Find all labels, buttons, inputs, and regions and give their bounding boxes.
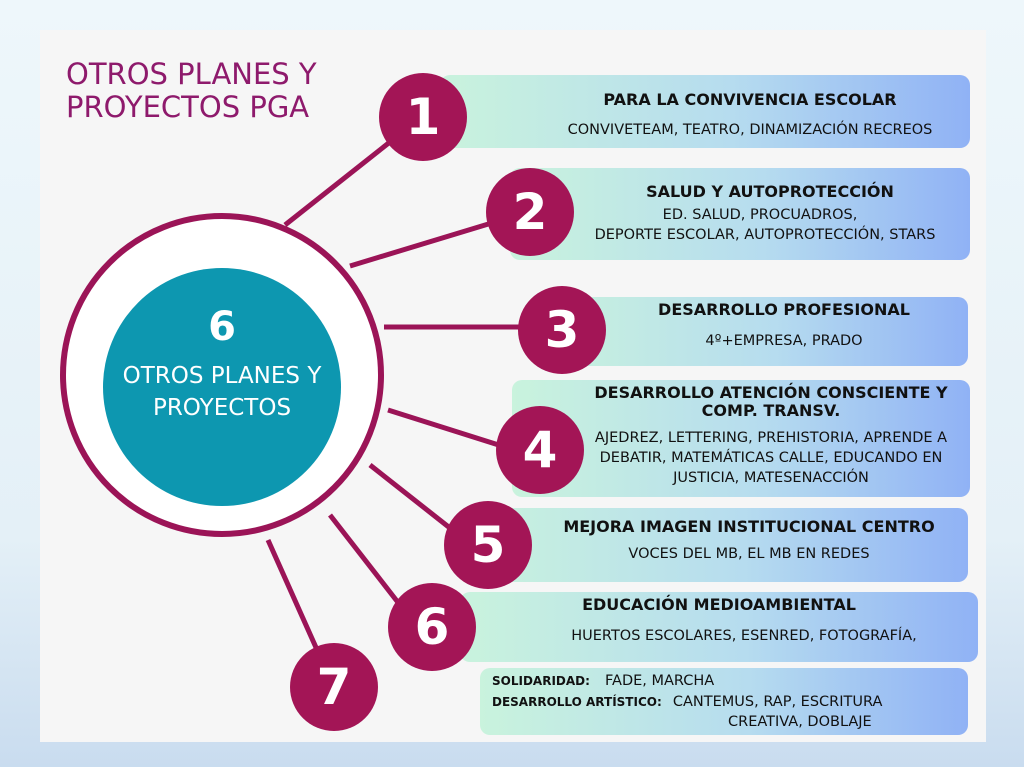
item-detail: CREATIVA, DOBLAJE	[728, 714, 872, 730]
connector-2	[349, 219, 496, 269]
item-box-4: DESARROLLO ATENCIÓN CONSCIENTE Y COMP. T…	[512, 380, 970, 497]
number-badge-7: 7	[290, 643, 378, 731]
item-detail: FADE, MARCHA	[605, 673, 715, 689]
number-badge-6: 6	[388, 583, 476, 671]
number-badge-1: 1	[379, 73, 467, 161]
item-box-6: EDUCACIÓN MEDIOAMBIENTAL HUERTOS ESCOLAR…	[460, 592, 978, 662]
number-badge-5: 5	[444, 501, 532, 589]
center-circle: 6 OTROS PLANES Y PROYECTOS	[103, 268, 341, 506]
connector-6	[328, 513, 402, 607]
number-badge-3: 3	[518, 286, 606, 374]
item-heading: PARA LA CONVIVENCIA ESCOLAR	[603, 90, 897, 109]
item-box-3: DESARROLLO PROFESIONAL 4º+EMPRESA, PRADO	[540, 297, 968, 366]
item-detail: AJEDREZ, LETTERING, PREHISTORIA, APRENDE…	[594, 430, 948, 486]
item-detail: 4º+EMPRESA, PRADO	[705, 333, 863, 349]
connector-7	[265, 538, 321, 654]
item-detail: CONVIVETEAM, TEATRO, DINAMIZACIÓN RECREO…	[567, 122, 933, 138]
item-box-7: SOLIDARIDAD: FADE, MARCHA DESARROLLO ART…	[480, 668, 968, 735]
item-heading: MEJORA IMAGEN INSTITUCIONAL CENTRO	[563, 517, 935, 536]
item-heading: DESARROLLO ATENCIÓN CONSCIENTE Y COMP. T…	[594, 383, 948, 420]
center-number: 6	[208, 304, 236, 350]
center-label: OTROS PLANES Y PROYECTOS	[122, 363, 322, 421]
item-box-5: MEJORA IMAGEN INSTITUCIONAL CENTRO VOCES…	[470, 508, 968, 582]
item-heading: DESARROLLO PROFESIONAL	[658, 300, 910, 319]
connector-1	[283, 136, 397, 227]
item-label: DESARROLLO ARTÍSTICO:	[492, 695, 662, 709]
item-box-2: SALUD Y AUTOPROTECCIÓN ED. SALUD, PROCUA…	[510, 168, 970, 260]
item-label: SOLIDARIDAD:	[492, 674, 590, 688]
item-box-1: PARA LA CONVIVENCIA ESCOLAR CONVIVETEAM,…	[440, 75, 970, 148]
number-badge-4: 4	[496, 406, 584, 494]
item-detail: CANTEMUS, RAP, ESCRITURA	[672, 694, 883, 710]
connector-5	[368, 463, 457, 534]
item-detail: DEPORTE ESCOLAR, AUTOPROTECCIÓN, STARS	[594, 227, 936, 243]
item-heading: SALUD Y AUTOPROTECCIÓN	[646, 182, 894, 201]
connector-4	[387, 407, 506, 450]
item-heading: EDUCACIÓN MEDIOAMBIENTAL	[582, 595, 856, 614]
item-detail: VOCES DEL MB, EL MB EN REDES	[628, 546, 870, 562]
number-badge-2: 2	[486, 168, 574, 256]
item-detail: HUERTOS ESCOLARES, ESENRED, FOTOGRAFÍA,	[571, 628, 917, 644]
page-title: OTROS PLANES Y PROYECTOS PGA	[66, 57, 317, 124]
item-detail: ED. SALUD, PROCUADROS,	[662, 207, 858, 223]
